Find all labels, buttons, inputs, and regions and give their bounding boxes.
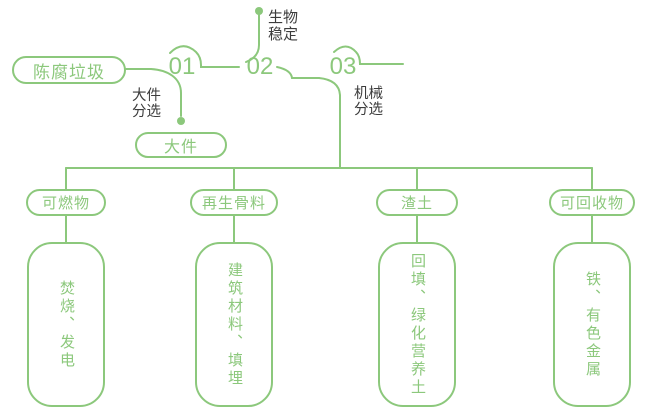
- line-02-to-03: [276, 66, 320, 79]
- stage-number-02: 02: [246, 53, 274, 80]
- bulky-output-pill: 大件: [135, 132, 227, 158]
- line-03-down: [318, 77, 341, 169]
- uses-text: 铁、有色金属: [584, 270, 601, 379]
- uses-box-aggregate: 建筑材料、填埋: [195, 242, 273, 407]
- stage-label-bio-stabilization: 生物稳定: [268, 9, 299, 43]
- category-label: 可回收物: [559, 195, 624, 212]
- stage-label-mechanical-sorting: 机械分选: [354, 86, 383, 118]
- source-pill-aged-waste: 陈腐垃圾: [12, 56, 126, 84]
- category-label: 可燃物: [41, 195, 90, 212]
- category-pill-slag: 渣土: [376, 189, 458, 216]
- uses-box-combustible: 焚烧、发电: [27, 242, 105, 407]
- arc-03: [333, 45, 404, 65]
- bulky-dot-icon: [177, 117, 185, 125]
- uses-box-slag: 回填、绿化营养土: [378, 242, 456, 407]
- category-pill-combustible: 可燃物: [26, 189, 106, 216]
- arc-01: [169, 45, 240, 68]
- source-label: 陈腐垃圾: [33, 62, 105, 82]
- uses-text: 回填、绿化营养土: [409, 252, 426, 397]
- stage-number-03: 03: [329, 53, 357, 80]
- category-label: 渣土: [400, 195, 433, 212]
- flow-lines: [65, 14, 593, 243]
- stage-label-bulky-sorting: 大件分选: [132, 88, 161, 120]
- line-bio-to-02: [245, 14, 260, 63]
- uses-text: 建筑材料、填埋: [226, 261, 243, 388]
- category-pill-aggregate: 再生骨料: [190, 189, 278, 216]
- stage-number-01: 01: [168, 53, 196, 80]
- category-label: 再生骨料: [201, 195, 266, 212]
- category-pill-recyclable: 可回收物: [549, 189, 635, 216]
- connector-dots: [177, 7, 263, 125]
- uses-text: 焚烧、发电: [58, 279, 75, 370]
- bulky-output-label: 大件: [163, 139, 198, 156]
- bio-dot-icon: [255, 7, 263, 15]
- uses-box-recyclable: 铁、有色金属: [553, 242, 631, 407]
- line-01-to-bulky: [150, 68, 182, 117]
